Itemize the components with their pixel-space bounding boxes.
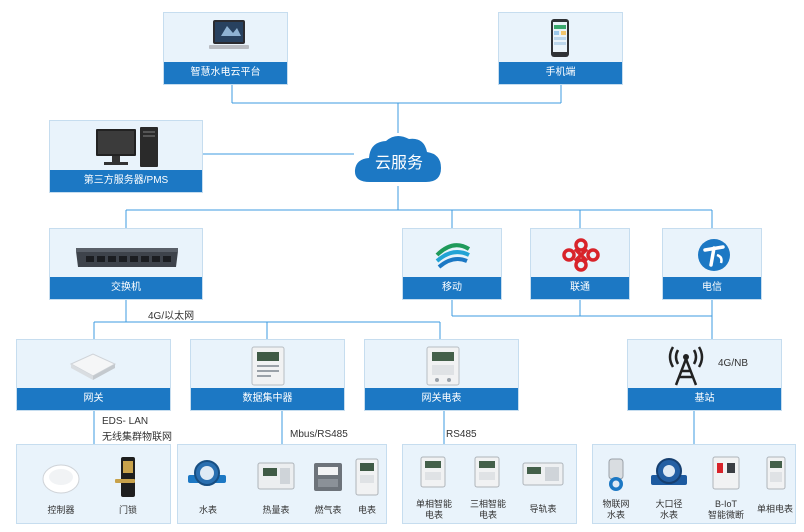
door-lock-icon	[115, 457, 135, 497]
electric-meter-label: 电表	[357, 505, 376, 515]
controller-label: 控制器	[47, 505, 75, 515]
base-station-label: 基站	[628, 388, 781, 410]
heat-meter-icon	[257, 462, 295, 490]
din-rail-meter-label: 导轨表	[529, 504, 557, 514]
three-phase-smart-meter-label-2: 电表	[478, 510, 497, 520]
smart-breaker-label-2: 智能微断	[707, 510, 744, 520]
controller-device-icon	[42, 464, 80, 494]
third-party-label: 第三方服务器/PMS	[50, 170, 202, 192]
china-mobile-logo-icon	[435, 243, 471, 269]
iot-water-meter-icon	[608, 458, 624, 491]
base-network-label: 4G/NB	[718, 358, 749, 369]
mobile-label: 手机端	[499, 62, 622, 84]
cloud-icon	[354, 135, 441, 182]
base-station-devices-group: 物联网 水表 大口径 水表 B-IoT 智能微断 单相电表	[592, 444, 796, 524]
door-lock-label: 门锁	[118, 505, 137, 515]
china-mobile-card[interactable]: 移动	[402, 228, 502, 300]
data-collector-label: 数据集中器	[191, 388, 344, 410]
smart-breaker-label-1: B-IoT	[714, 499, 737, 509]
electric-meter-icon	[426, 346, 460, 386]
china-unicom-logo-icon	[562, 238, 600, 272]
switch-card[interactable]: 交换机	[49, 228, 203, 300]
cloud-platform-label: 智慧水电云平台	[164, 62, 287, 84]
din-rail-meter-icon	[522, 462, 564, 486]
electric-meter-icon	[355, 458, 379, 496]
large-diameter-water-meter-icon	[651, 458, 687, 485]
china-unicom-card[interactable]: 联通	[530, 228, 630, 300]
base-station-card[interactable]: 4G/NB 基站	[627, 339, 782, 411]
desktop-computer-icon	[96, 127, 158, 167]
gateway-label: 网关	[17, 388, 170, 410]
link-label-eds: EDS- LAN	[102, 416, 149, 427]
third-party-server-card[interactable]: 第三方服务器/PMS	[49, 120, 203, 193]
gateway-meter-card[interactable]: 网关电表	[364, 339, 519, 411]
heat-meter-label: 热量表	[262, 505, 290, 515]
large-diameter-water-meter-label-2: 水表	[659, 510, 678, 520]
data-concentrator-icon	[251, 346, 285, 386]
single-phase-smart-meter-label-1: 单相智能	[415, 499, 452, 509]
single-phase-smart-meter-label-2: 电表	[424, 510, 443, 520]
water-meter-label: 水表	[198, 505, 217, 515]
gas-meter-icon	[314, 463, 342, 491]
gateway-card[interactable]: 网关	[16, 339, 171, 411]
gateway-device-icon	[69, 353, 117, 380]
water-meter-icon	[188, 460, 226, 486]
gas-meter-label: 燃气表	[314, 505, 342, 515]
laptop-icon	[209, 20, 249, 49]
mobile-card[interactable]: 手机端	[498, 12, 623, 85]
three-phase-smart-meter-label-1: 三相智能	[469, 499, 506, 509]
data-collector-card[interactable]: 数据集中器	[190, 339, 345, 411]
single-phase-meter-label: 单相电表	[756, 504, 793, 514]
single-phase-smart-meter-icon	[420, 456, 446, 488]
link-label-mbus: Mbus/RS485	[290, 429, 348, 440]
gateway-meter-devices-group: 单相智能 电表 三相智能 电表 导轨表	[402, 444, 577, 524]
phone-icon	[551, 19, 569, 57]
china-telecom-card[interactable]: 电信	[662, 228, 762, 300]
link-label-eth: 4G/以太网	[148, 311, 195, 322]
iot-water-meter-label-1: 物联网	[602, 499, 630, 509]
link-label-wireless: 无线集群物联网	[102, 432, 172, 443]
network-switch-icon	[76, 248, 178, 267]
cell-tower-icon	[668, 346, 704, 386]
iot-water-meter-label-2: 水表	[606, 510, 625, 520]
gateway-meter-label: 网关电表	[365, 388, 518, 410]
cloud-platform-card[interactable]: 智慧水电云平台	[163, 12, 288, 85]
cloud-service-label: 云服务	[374, 155, 423, 172]
smart-breaker-icon	[712, 456, 740, 490]
china-telecom-logo-icon	[698, 239, 730, 271]
switch-label: 交换机	[50, 277, 202, 299]
large-diameter-water-meter-label-1: 大口径	[655, 499, 683, 509]
china-mobile-label: 移动	[403, 277, 501, 299]
china-telecom-label: 电信	[663, 277, 761, 299]
china-unicom-label: 联通	[531, 277, 629, 299]
three-phase-smart-meter-icon	[474, 456, 500, 488]
gateway-devices-group: 控制器 门锁	[16, 444, 171, 524]
link-label-rs485: RS485	[446, 429, 477, 440]
single-phase-meter-icon	[766, 456, 786, 490]
collector-devices-group: 水表 热量表 燃气表 电表	[177, 444, 387, 524]
